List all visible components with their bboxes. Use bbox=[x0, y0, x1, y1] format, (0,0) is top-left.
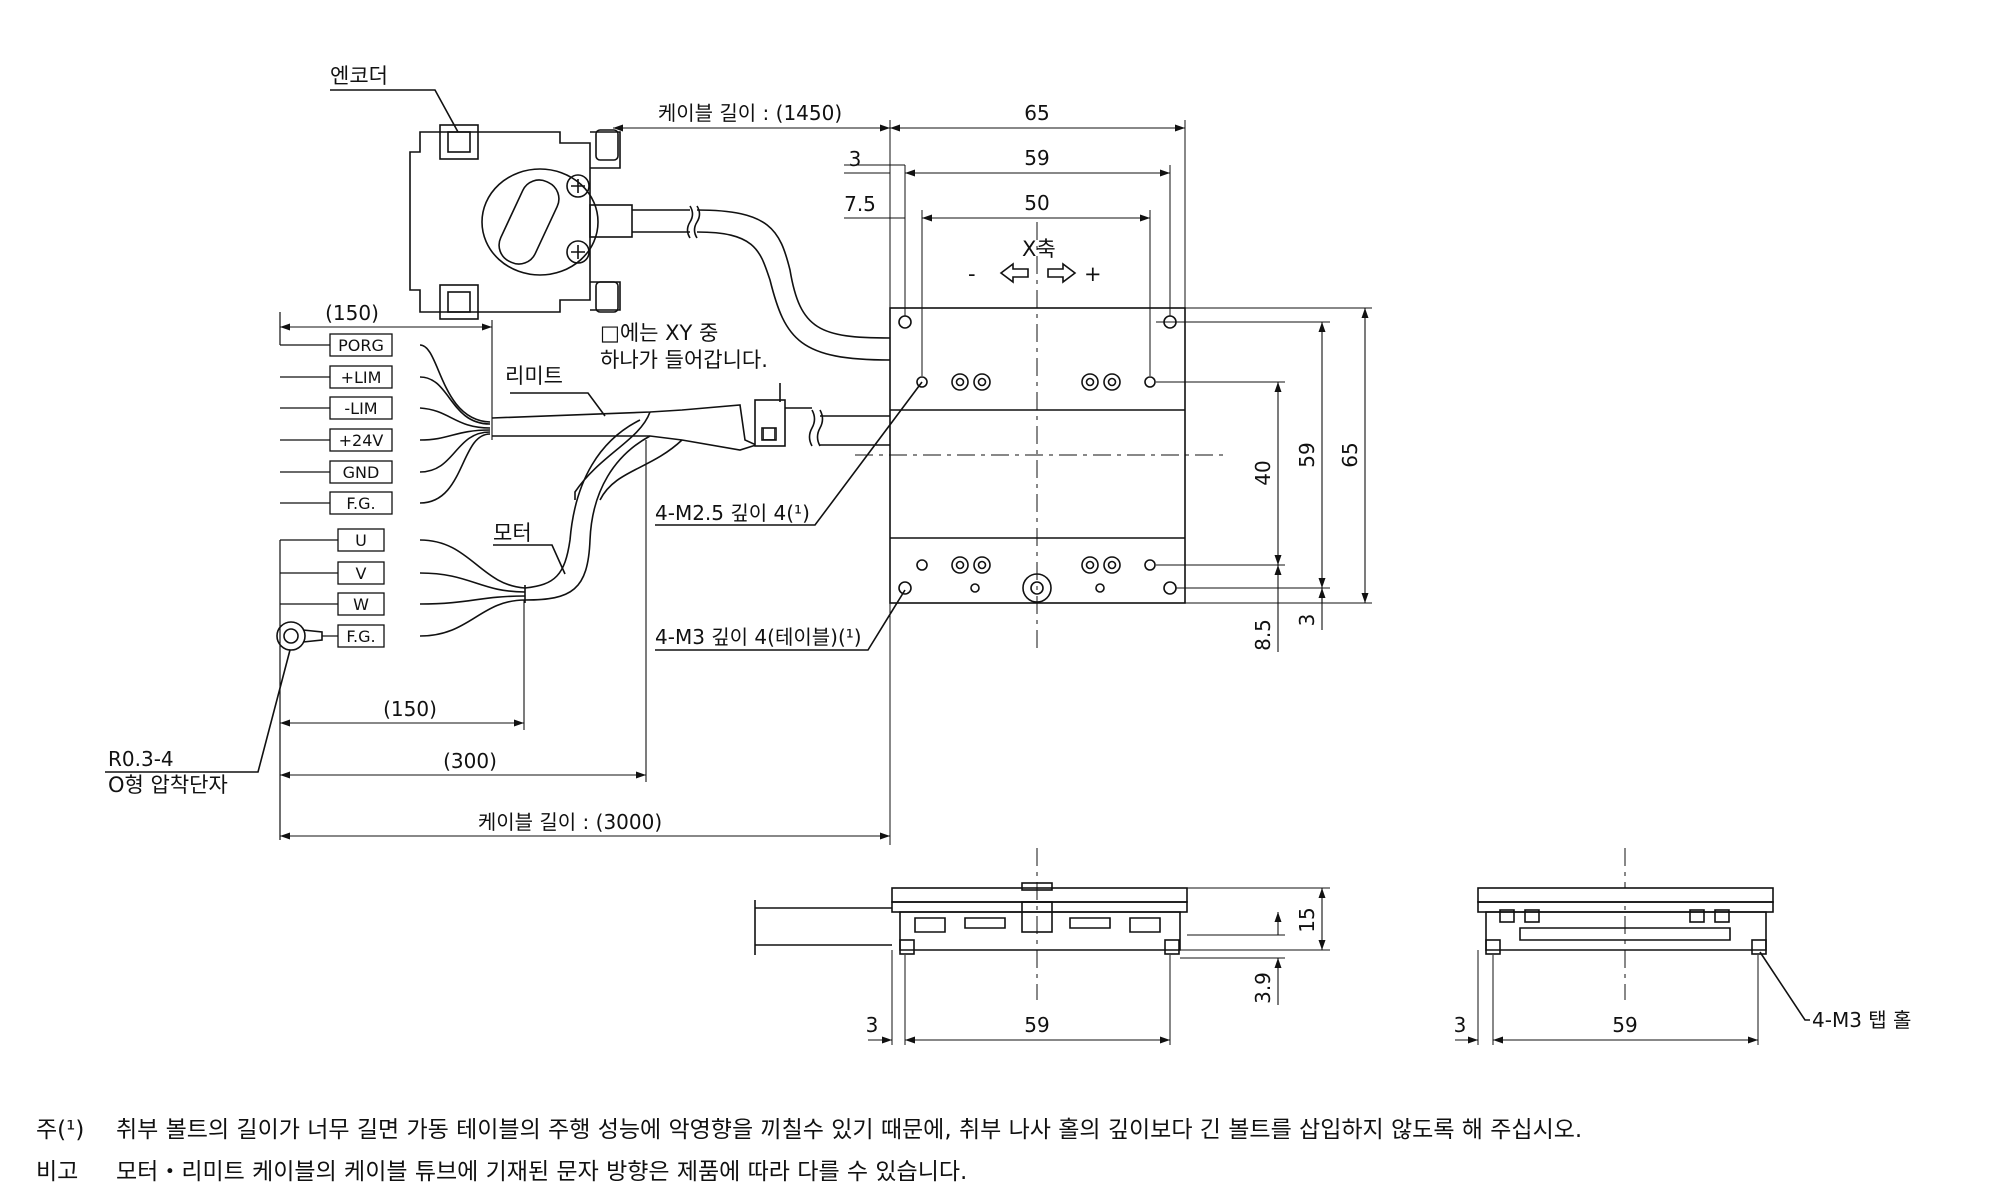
note-1-text: 취부 볼트의 길이가 너무 길면 가동 테이블의 주행 성능에 악영향을 끼칠수… bbox=[116, 1117, 1583, 1143]
motor-wire-label: V bbox=[356, 564, 367, 583]
tap-hole-label: 4-M3 탭 홀 bbox=[1812, 1008, 1911, 1032]
note-2: 비고 모터・리미트 케이블의 케이블 튜브에 기재된 문자 방향은 제품에 따라 … bbox=[36, 1152, 967, 1186]
lead-ends bbox=[279, 312, 338, 840]
limit-wire-label: +24V bbox=[339, 431, 384, 450]
motor-wire-label: U bbox=[355, 531, 367, 550]
dim-front-width-59: 59 bbox=[1024, 1013, 1049, 1037]
technical-drawing: 엔코더 리미트 모터 X축 - + □에는 XY 중 하나가 들어갑니다. □ … bbox=[105, 64, 1911, 1045]
x-axis-label: X축 bbox=[1022, 237, 1056, 261]
dim-width-65: 65 bbox=[1024, 101, 1049, 125]
terminal-label-2: O형 압착단자 bbox=[108, 773, 228, 797]
motor-wire-boxes bbox=[337, 528, 385, 648]
motor-harness bbox=[419, 419, 651, 637]
m3-leader bbox=[655, 589, 906, 651]
dim-height-65: 65 bbox=[1338, 442, 1362, 467]
dim-offset-3-vertical: 3 bbox=[1295, 614, 1319, 627]
terminal-leader bbox=[105, 649, 291, 773]
box-symbol: □ bbox=[761, 423, 776, 442]
box-note-line2: 하나가 들어갑니다. bbox=[600, 348, 768, 372]
limit-wire-boxes bbox=[329, 333, 393, 515]
limit-leader bbox=[510, 392, 606, 417]
dim-side-width-59: 59 bbox=[1612, 1013, 1637, 1037]
motor-leader bbox=[493, 544, 566, 575]
dim-front-height-15: 15 bbox=[1295, 907, 1319, 932]
terminal-label-1: R0.3-4 bbox=[108, 747, 174, 771]
dim-motor-lead: (150) bbox=[383, 697, 437, 721]
motor-label: 모터 bbox=[493, 521, 532, 545]
encoder-label: 엔코더 bbox=[330, 64, 388, 88]
dim-limit-lead: (150) bbox=[325, 301, 379, 325]
tap-m25-label: 4-M2.5 깊이 4(¹) bbox=[655, 501, 810, 525]
dim-width-50: 50 bbox=[1024, 191, 1049, 215]
limit-wire-label: +LIM bbox=[341, 368, 382, 387]
dim-height-40: 40 bbox=[1251, 460, 1275, 485]
box-note-line1: □에는 XY 중 bbox=[600, 321, 718, 345]
x-axis-arrows bbox=[999, 262, 1077, 284]
dim-front-height-3-9: 3.9 bbox=[1251, 972, 1275, 1004]
dim-offset-8-5: 8.5 bbox=[1251, 619, 1275, 651]
note-2-text: 모터・리미트 케이블의 케이블 튜브에 기재된 문자 방향은 제품에 따라 다를… bbox=[116, 1159, 968, 1185]
dim-split-length: (300) bbox=[443, 749, 497, 773]
center-lines bbox=[855, 222, 1225, 648]
limit-wire-label: -LIM bbox=[344, 399, 377, 418]
note-1: 주(¹) 취부 볼트의 길이가 너무 길면 가동 테이블의 주행 성능에 악영향을… bbox=[36, 1110, 1582, 1144]
dim-offset-3: 3 bbox=[849, 147, 862, 171]
limit-label: 리미트 bbox=[505, 364, 563, 388]
limit-harness bbox=[419, 344, 812, 504]
dim-cable-motor: 케이블 길이 : (3000) bbox=[478, 810, 662, 834]
note-2-key: 비고 bbox=[36, 1159, 79, 1185]
motor-wire-label: W bbox=[353, 595, 369, 614]
m25-leader bbox=[655, 381, 923, 526]
ring-terminal bbox=[276, 621, 323, 651]
dim-cable-encoder: 케이블 길이 : (1450) bbox=[658, 101, 842, 125]
note-1-key: 주(¹) bbox=[36, 1117, 85, 1143]
motor-wire-label: F.G. bbox=[346, 627, 375, 646]
extension-lines bbox=[844, 120, 1372, 845]
limit-wire-label: F.G. bbox=[346, 494, 375, 513]
tap-m3-table-label: 4-M3 깊이 4(테이블)(¹) bbox=[655, 625, 862, 649]
encoder-leader bbox=[330, 89, 459, 133]
dim-offset-7-5: 7.5 bbox=[844, 192, 876, 216]
front-view bbox=[754, 882, 1188, 955]
plus-sign: + bbox=[1084, 262, 1102, 286]
dimension-lines bbox=[280, 124, 1758, 1044]
side-view bbox=[1477, 887, 1774, 955]
dim-width-59: 59 bbox=[1024, 146, 1049, 170]
tap-hole-leader bbox=[1759, 951, 1810, 1021]
limit-wire-label: GND bbox=[343, 463, 380, 482]
dim-side-offset-3: 3 bbox=[1454, 1013, 1467, 1037]
encoder-connector bbox=[409, 124, 891, 361]
dim-height-59: 59 bbox=[1295, 442, 1319, 467]
limit-wire-label: PORG bbox=[338, 336, 384, 355]
dim-front-offset-3: 3 bbox=[866, 1013, 879, 1037]
minus-sign: - bbox=[968, 262, 976, 286]
